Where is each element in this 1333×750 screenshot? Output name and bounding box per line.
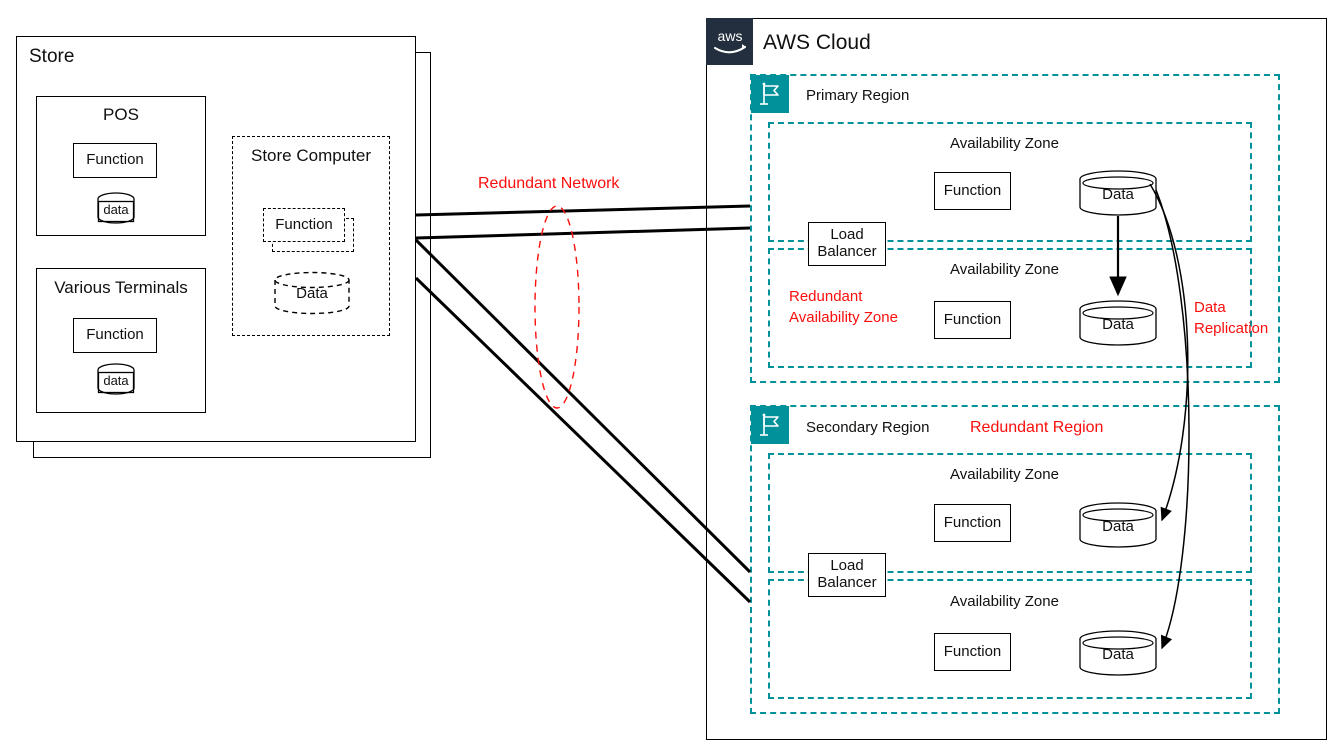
pos-function-box[interactable]: Function bbox=[73, 143, 157, 178]
redundant-az-annotation-line2: Availability Zone bbox=[789, 309, 898, 326]
data-replication-annotation-line2: Replication bbox=[1194, 320, 1269, 337]
primary-lb-line2: Balancer bbox=[817, 243, 877, 260]
primary-az2-data-label: Data bbox=[1102, 316, 1134, 333]
store-computer-data-label: Data bbox=[296, 285, 328, 302]
primary-load-balancer-box[interactable]: Load Balancer bbox=[808, 222, 886, 266]
region-flag-icon bbox=[760, 413, 779, 436]
secondary-az1-function-box[interactable]: Function bbox=[934, 504, 1011, 542]
primary-az1-box bbox=[768, 122, 1252, 242]
primary-az2-data-cylinder[interactable]: Data bbox=[1078, 300, 1158, 346]
secondary-lb-line1: Load bbox=[830, 557, 864, 575]
pos-title: POS bbox=[103, 105, 139, 124]
terminals-function-box[interactable]: Function bbox=[73, 318, 157, 353]
secondary-az1-title: Availability Zone bbox=[950, 466, 1059, 483]
secondary-az2-box bbox=[768, 579, 1252, 699]
primary-az2-title: Availability Zone bbox=[950, 261, 1059, 278]
secondary-az2-data-cylinder[interactable]: Data bbox=[1078, 630, 1158, 676]
secondary-az2-data-label: Data bbox=[1102, 646, 1134, 663]
region-flag-icon bbox=[760, 82, 779, 105]
secondary-az1-data-cylinder[interactable]: Data bbox=[1078, 502, 1158, 548]
secondary-az2-title: Availability Zone bbox=[950, 593, 1059, 610]
redundant-region-annotation: Redundant Region bbox=[970, 419, 1104, 436]
primary-az1-function-box[interactable]: Function bbox=[934, 172, 1011, 210]
store-computer-title: Store Computer bbox=[251, 146, 371, 165]
terminals-data-cylinder[interactable]: data bbox=[96, 363, 136, 395]
svg-text:aws: aws bbox=[717, 28, 742, 44]
network-line-primary-2 bbox=[415, 226, 751, 240]
aws-cloud-box bbox=[706, 18, 1327, 740]
redundant-network-ellipse bbox=[534, 205, 580, 409]
redundant-network-label: Redundant Network bbox=[478, 175, 620, 192]
secondary-load-balancer-box[interactable]: Load Balancer bbox=[808, 553, 886, 597]
aws-logo-tile: aws bbox=[706, 18, 753, 65]
primary-lb-line1: Load bbox=[830, 226, 864, 244]
secondary-az2-function-box[interactable]: Function bbox=[934, 633, 1011, 671]
pos-data-label: data bbox=[103, 202, 129, 217]
primary-region-label: Primary Region bbox=[806, 87, 910, 104]
primary-az1-title: Availability Zone bbox=[950, 135, 1059, 152]
store-computer-data-cylinder[interactable]: Data bbox=[272, 271, 352, 315]
terminals-data-label: data bbox=[103, 373, 129, 388]
primary-az2-box bbox=[768, 248, 1252, 368]
store-computer-box: Store Computer bbox=[232, 136, 390, 336]
pos-data-cylinder[interactable]: data bbox=[96, 192, 136, 224]
primary-region-icon-tile bbox=[751, 75, 789, 113]
network-line-primary-1 bbox=[415, 204, 751, 217]
primary-az1-data-cylinder[interactable]: Data bbox=[1078, 170, 1158, 216]
terminals-title: Various Terminals bbox=[54, 278, 188, 297]
data-replication-annotation-line1: Data bbox=[1194, 299, 1226, 316]
aws-cloud-title: AWS Cloud bbox=[763, 31, 871, 54]
primary-az2-function-box[interactable]: Function bbox=[934, 301, 1011, 339]
secondary-lb-line2: Balancer bbox=[817, 574, 877, 591]
aws-logo-icon: aws bbox=[713, 28, 746, 53]
primary-az1-data-label: Data bbox=[1102, 186, 1134, 203]
primary-region-box bbox=[750, 74, 1280, 383]
secondary-az1-box bbox=[768, 453, 1252, 573]
store-title: Store bbox=[29, 46, 75, 67]
secondary-az1-data-label: Data bbox=[1102, 518, 1134, 535]
network-line-secondary-1 bbox=[414, 238, 752, 574]
redundant-az-annotation-line1: Redundant bbox=[789, 288, 863, 305]
store-computer-function-box[interactable]: Function bbox=[263, 208, 345, 242]
secondary-region-label: Secondary Region bbox=[806, 419, 930, 436]
network-line-secondary-2 bbox=[414, 276, 752, 604]
secondary-region-icon-tile bbox=[751, 406, 789, 444]
